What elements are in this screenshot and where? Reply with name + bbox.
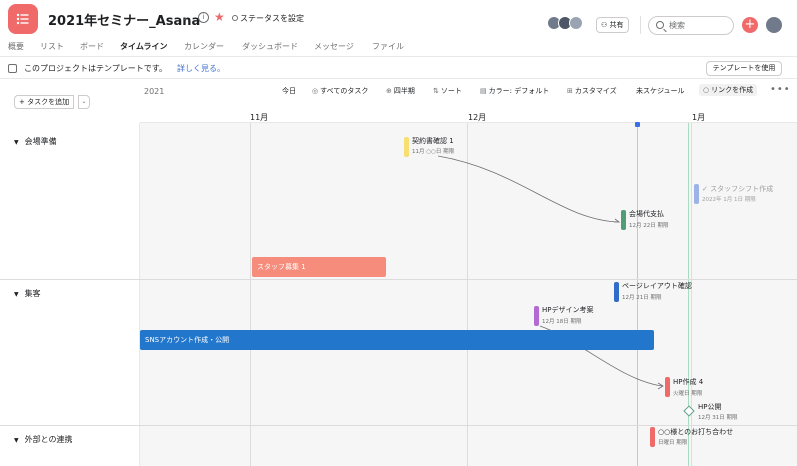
task-hp-design-label[interactable]: HPデザイン考案 <box>542 306 594 314</box>
learn-more-link[interactable]: 詳しく見る。 <box>177 64 225 73</box>
gridline <box>250 123 251 466</box>
zoom-select[interactable]: ⊕四半期 <box>386 87 415 95</box>
tab-files[interactable]: ファイル <box>372 42 404 51</box>
project-header: 2021年セミナー_Asana ⌄ i ★ ステータスを設定 ⚇ 共有 検索 + <box>0 0 797 38</box>
member-avatars[interactable] <box>547 16 583 30</box>
search-input[interactable]: 検索 <box>648 16 734 35</box>
tab-dashboard[interactable]: ダッシュボード <box>242 42 298 51</box>
task-hp-build-label[interactable]: HP作成 4 <box>673 378 704 386</box>
all-tasks-filter[interactable]: ◎すべてのタスク <box>312 87 369 95</box>
month-header <box>140 109 797 123</box>
people-icon: ⚇ <box>601 21 610 29</box>
banner-text: このプロジェクトはテンプレートです。 <box>24 64 167 73</box>
task-hp-build-due: 火曜日 期限 <box>673 391 703 397</box>
task-venue-payment-milestone[interactable] <box>621 210 626 230</box>
add-task-button[interactable]: + タスクを追加 <box>14 95 75 109</box>
tab-messages[interactable]: メッセージ <box>314 42 354 51</box>
create-link-button[interactable]: ○リンクを作成 <box>699 84 758 96</box>
chevron-down-icon[interactable]: ▼ <box>14 139 19 146</box>
template-icon <box>8 64 17 73</box>
section-divider <box>0 279 797 280</box>
task-hp-design-milestone[interactable] <box>534 306 539 326</box>
task-page-layout-due: 12月 21日 期限 <box>622 295 662 301</box>
month-label: 12月 <box>468 113 487 122</box>
share-button[interactable]: ⚇ 共有 <box>596 17 629 33</box>
color-button[interactable]: ▤カラー: デフォルト <box>480 87 550 95</box>
section-column <box>0 123 140 466</box>
check-circle-icon: ◎ <box>312 87 319 95</box>
task-page-layout-milestone[interactable] <box>614 282 619 302</box>
task-venue-payment-label[interactable]: 会場代支払 <box>629 210 664 218</box>
tab-board[interactable]: ボード <box>80 42 104 51</box>
tab-calendar[interactable]: カレンダー <box>184 42 224 51</box>
year-label: 2021 <box>144 87 165 96</box>
unscheduled-button[interactable]: 未スケジュール <box>636 87 685 95</box>
sort-button[interactable]: ⇅ソート <box>433 87 462 95</box>
task-meeting-due: 日曜日 期限 <box>658 440 688 446</box>
customize-icon: ⊞ <box>567 87 573 95</box>
info-icon[interactable]: i <box>198 12 209 23</box>
more-icon[interactable]: ••• <box>770 84 791 95</box>
star-icon[interactable]: ★ <box>214 10 225 24</box>
task-staff-shift-milestone[interactable] <box>694 184 699 204</box>
task-staff-recruit-bar[interactable]: スタッフ募集 1 <box>252 257 386 277</box>
today-marker-dot <box>635 122 640 127</box>
section-header-partners[interactable]: ▼外部との連携 <box>14 435 73 444</box>
today-button[interactable]: 今日 <box>282 87 296 95</box>
avatar <box>569 16 583 30</box>
task-page-layout-label[interactable]: ページレイアウト確認 <box>622 282 692 290</box>
project-title[interactable]: 2021年セミナー_Asana <box>48 14 201 29</box>
project-list-icon[interactable] <box>8 4 38 34</box>
user-avatar[interactable] <box>766 17 782 33</box>
tab-timeline[interactable]: タイムライン <box>120 42 168 51</box>
customize-button[interactable]: ⊞カスタマイズ <box>567 87 617 95</box>
plus-icon: + <box>19 98 28 106</box>
palette-icon: ▤ <box>480 87 487 95</box>
list-icon <box>16 13 29 25</box>
chevron-down-icon[interactable]: ▼ <box>14 437 19 444</box>
use-template-button[interactable]: テンプレートを使用 <box>706 61 782 76</box>
section-header-marketing[interactable]: ▼集客 <box>14 289 41 298</box>
month-label: 1月 <box>692 113 706 122</box>
chevron-down-icon[interactable]: ▼ <box>14 291 19 298</box>
task-contract-milestone[interactable] <box>404 137 409 157</box>
task-venue-payment-due: 12月 22日 期限 <box>629 223 669 229</box>
task-hp-design-due: 12月 18日 期限 <box>542 319 582 325</box>
tab-overview[interactable]: 概要 <box>8 42 24 51</box>
task-meeting-milestone[interactable] <box>650 427 655 447</box>
zoom-icon: ⊕ <box>386 87 392 95</box>
project-tabs: 概要 リスト ボード タイムライン カレンダー ダッシュボード メッセージ ファ… <box>0 39 797 55</box>
task-staff-shift-label[interactable]: ✓ スタッフシフト作成 <box>702 185 774 193</box>
task-hp-publish-due: 12月 31日 期限 <box>698 415 738 421</box>
divider <box>0 56 797 57</box>
task-staff-shift-due: 2022年 1月 1日 期限 <box>702 197 756 203</box>
gridline <box>691 123 692 466</box>
link-icon: ○ <box>703 86 710 94</box>
template-banner: このプロジェクトはテンプレートです。 詳しく見る。 <box>0 57 797 79</box>
task-sns-bar[interactable]: SNSアカウント作成・公開 <box>140 330 654 350</box>
divider <box>640 16 641 34</box>
section-divider <box>0 425 797 426</box>
gridline <box>467 123 468 466</box>
check-icon: ✓ <box>702 185 711 193</box>
gridline <box>688 123 689 466</box>
task-hp-publish-label[interactable]: HP公開 <box>698 403 722 411</box>
task-meeting-label[interactable]: ○○様とのお打ち合わせ <box>658 428 734 436</box>
month-label: 11月 <box>250 113 269 122</box>
set-status-button[interactable]: ステータスを設定 <box>232 13 304 24</box>
search-icon <box>656 21 664 29</box>
task-hp-build-milestone[interactable] <box>665 377 670 397</box>
task-contract-label[interactable]: 契約書確認 1 <box>412 137 454 145</box>
sort-icon: ⇅ <box>433 87 439 95</box>
today-marker <box>637 123 638 466</box>
status-ring-icon <box>232 15 238 21</box>
tab-list[interactable]: リスト <box>40 42 64 51</box>
add-task-dropdown[interactable]: ⌄ <box>78 95 90 109</box>
chevron-down-icon: ⌄ <box>81 98 87 105</box>
task-contract-due: 11月 ○○日 期限 <box>412 149 455 155</box>
section-header-venue[interactable]: ▼会場準備 <box>14 137 57 146</box>
quick-add-button[interactable]: + <box>742 17 758 33</box>
chevron-down-icon[interactable]: ⌄ <box>181 13 189 23</box>
